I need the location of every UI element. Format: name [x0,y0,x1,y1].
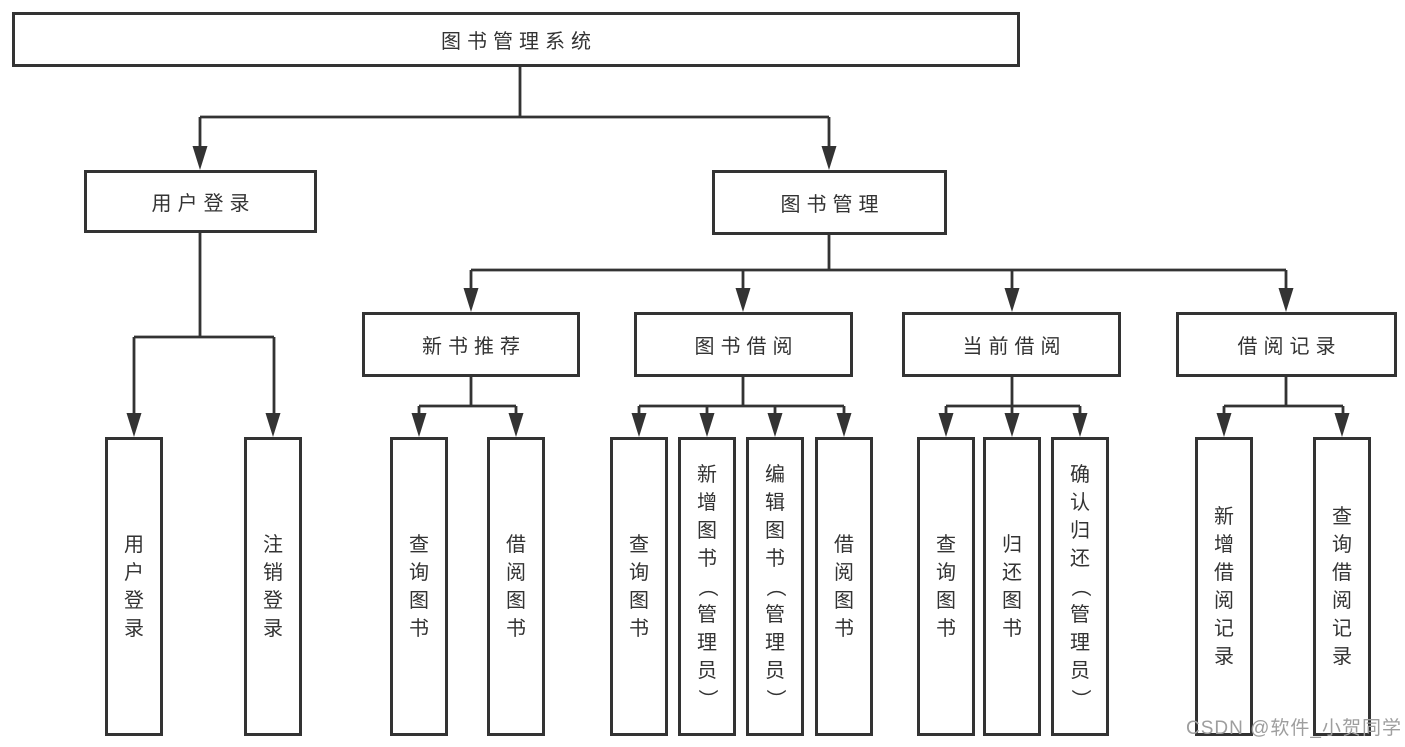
arrowhead [463,288,479,312]
arrowhead [1278,288,1294,312]
leaf-add-borrow-record: 新增借阅记录 [1195,437,1253,736]
arrowhead [265,413,281,437]
node-book-borrow: 图书借阅 [634,312,853,377]
arrowhead [1216,413,1232,437]
leaf-query-borrow-record: 查询借阅记录 [1313,437,1371,736]
leaf-confirm-return-admin: 确认归还（管理员） [1051,437,1109,736]
csdn-watermark: CSDN @软件_小贺同学 [1186,718,1402,739]
node-current-borrow: 当前借阅 [902,312,1121,377]
arrowhead [411,413,427,437]
leaf-return-books: 归还图书 [983,437,1041,736]
arrowhead [1004,288,1020,312]
arrowhead [938,413,954,437]
arrowhead [1334,413,1350,437]
leaf-borrow-books: 借阅图书 [487,437,545,736]
leaf-user-login: 用户登录 [105,437,163,736]
leaf-add-books-admin: 新增图书（管理员） [678,437,736,736]
arrowhead [1072,413,1088,437]
leaf-borrow-books: 借阅图书 [815,437,873,736]
leaf-query-books: 查询图书 [610,437,668,736]
arrowhead [836,413,852,437]
leaf-edit-books-admin: 编辑图书（管理员） [746,437,804,736]
arrowhead [631,413,647,437]
node-borrow-records: 借阅记录 [1176,312,1397,377]
leaf-query-books: 查询图书 [390,437,448,736]
arrowhead [767,413,783,437]
node-library-management-system: 图书管理系统 [12,12,1020,67]
leaf-logout: 注销登录 [244,437,302,736]
arrowhead [1004,413,1020,437]
arrowhead [126,413,142,437]
arrowhead [699,413,715,437]
arrowhead [192,146,208,170]
node-user-login: 用户登录 [84,170,317,233]
arrowhead [735,288,751,312]
arrowhead [508,413,524,437]
arrowhead [821,146,837,170]
leaf-query-books: 查询图书 [917,437,975,736]
node-new-book-recommend: 新书推荐 [362,312,580,377]
node-book-management: 图书管理 [712,170,947,235]
